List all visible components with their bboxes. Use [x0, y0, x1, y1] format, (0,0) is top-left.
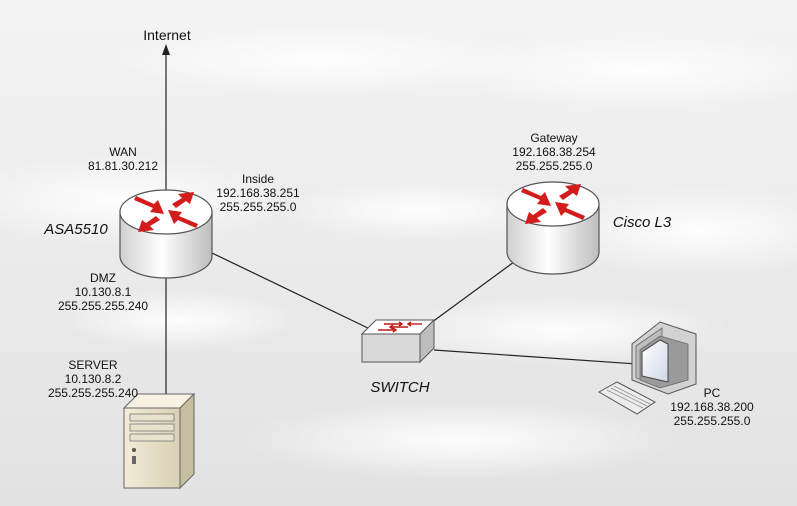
- pc-ip: 192.168.38.200: [670, 400, 754, 414]
- asa-router-icon[interactable]: [119, 189, 213, 279]
- wan-ip: 81.81.30.212: [87, 159, 159, 173]
- switch-icon[interactable]: [360, 318, 436, 364]
- dmz-ip: 10.130.8.1: [74, 285, 132, 299]
- l3-router-icon[interactable]: [506, 181, 600, 275]
- switch-name-label: SWITCH: [370, 379, 430, 396]
- pc-label-group: PC 192.168.38.200 255.255.255.0: [660, 386, 764, 428]
- dmz-label-group: DMZ 10.130.8.1 255.255.255.240: [48, 271, 158, 313]
- inside-ip: 192.168.38.251: [216, 186, 300, 200]
- asa-name-label: ASA5510: [44, 221, 108, 238]
- server-label-group: SERVER 10.130.8.2 255.255.255.240: [38, 358, 148, 400]
- wan-label-group: WAN 81.81.30.212: [78, 145, 168, 173]
- arrow-up-icon: [162, 44, 170, 55]
- gateway-mask: 255.255.255.0: [515, 159, 593, 173]
- monitor-icon: [631, 321, 697, 395]
- wan-name: WAN: [109, 145, 137, 159]
- internet-label: Internet: [143, 27, 191, 43]
- desktop-computer-icon[interactable]: [597, 321, 697, 415]
- l3-switch-link: [423, 261, 515, 329]
- server-name: SERVER: [68, 358, 118, 372]
- gateway-name: Gateway: [530, 131, 578, 145]
- server-mask: 255.255.255.240: [47, 386, 139, 400]
- pc-name: PC: [703, 386, 721, 400]
- switch-pc-link: [433, 349, 638, 365]
- server-tower-icon[interactable]: [122, 392, 196, 490]
- gateway-label-group: Gateway 192.168.38.254 255.255.255.0: [502, 131, 606, 173]
- l3-name-label: Cisco L3: [612, 214, 672, 231]
- inside-name: Inside: [241, 172, 275, 186]
- network-links: [165, 52, 638, 398]
- router-arrows-icon: [134, 192, 198, 232]
- server-ip: 10.130.8.2: [64, 372, 122, 386]
- inside-mask: 255.255.255.0: [219, 200, 297, 214]
- pc-mask: 255.255.255.0: [673, 414, 751, 428]
- dmz-mask: 255.255.255.240: [57, 299, 149, 313]
- inside-label-group: Inside 192.168.38.251 255.255.255.0: [210, 172, 306, 214]
- asa-switch-link: [211, 252, 373, 331]
- keyboard-icon: [597, 381, 656, 415]
- gateway-ip: 192.168.38.254: [512, 145, 596, 159]
- router-arrows-icon: [521, 184, 585, 224]
- dmz-name: DMZ: [90, 271, 116, 285]
